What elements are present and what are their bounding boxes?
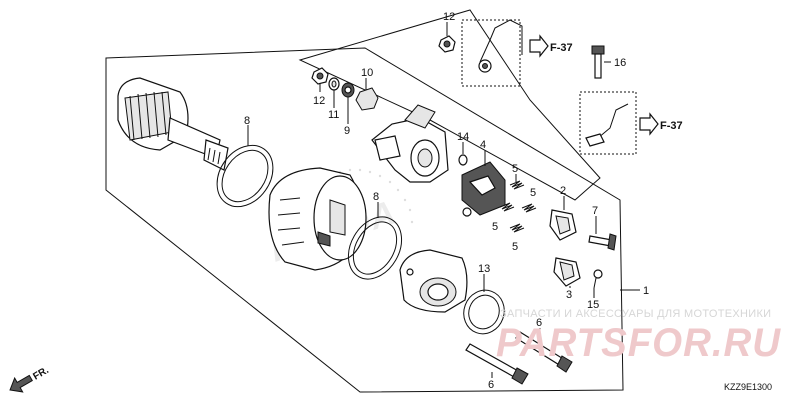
insulator-10 (355, 87, 379, 111)
brush-part-3 (553, 257, 581, 287)
motor-case-part (268, 167, 367, 271)
long-bolt-upper (515, 331, 573, 373)
washer-11 (328, 77, 340, 91)
callout-9: 9 (344, 125, 350, 137)
bolt-16 (591, 45, 605, 79)
o-ring-upper (216, 144, 274, 208)
brush-spring-1 (509, 180, 525, 190)
callout-14: 14 (457, 131, 469, 143)
direction-label: FR. (31, 365, 51, 383)
o-ring-13 (463, 289, 505, 335)
front-direction-arrow: FR. (9, 365, 51, 393)
callout-5-c: 5 (492, 221, 498, 233)
callout-8-lower: 8 (373, 191, 379, 203)
callout-5-d: 5 (512, 241, 518, 253)
callout-16: 16 (614, 57, 626, 69)
diagram-code: KZZ9E1300 (724, 382, 772, 392)
ref-arrow-lower: F-37 (639, 112, 683, 136)
ref-label-upper: F-37 (550, 42, 573, 54)
callout-3: 3 (566, 289, 572, 301)
o-ring-lower (347, 216, 403, 280)
terminal-nut-12 (438, 35, 456, 53)
brush-part-2 (549, 209, 577, 241)
brush-spring-4 (509, 223, 525, 233)
callout-15: 15 (587, 299, 599, 311)
callout-2: 2 (560, 185, 566, 197)
callout-7: 7 (592, 205, 598, 217)
leader-lines (247, 22, 640, 378)
watermark-tagline: ЗАПЧАСТИ И АКСЕССУАРЫ ДЛЯ МОТОТЕХНИКИ (500, 308, 771, 320)
callout-4: 4 (480, 139, 486, 151)
callout-12-top: 12 (443, 11, 455, 23)
brush-spring-2 (521, 203, 537, 213)
callout-12-left: 12 (313, 95, 325, 107)
nut-12 (311, 67, 329, 85)
callout-5-a: 5 (512, 163, 518, 175)
assembly-bracket-frame (105, 47, 624, 393)
front-cover-part (399, 249, 468, 313)
callout-5-b: 5 (530, 187, 536, 199)
brush-holder-part (461, 161, 506, 217)
long-bolt-lower (465, 343, 529, 385)
callout-numbers: 12 12 11 9 10 8 8 4 14 5 5 5 5 2 7 3 15 … (244, 11, 649, 391)
callout-11: 11 (328, 109, 339, 121)
washer-14 (458, 154, 468, 166)
callout-1: 1 (643, 285, 649, 297)
callout-6-upper: 6 (536, 317, 542, 329)
callout-6-lower: 6 (488, 379, 494, 391)
ground-cable (579, 91, 637, 155)
screw-15 (593, 269, 603, 289)
brush-spring-3 (499, 202, 515, 212)
callout-8-upper: 8 (244, 115, 250, 127)
callout-10: 10 (361, 67, 373, 79)
rear-cover-part (371, 104, 449, 183)
starter-cable (461, 19, 523, 87)
bolt-7 (588, 233, 617, 251)
ref-arrow-upper: F-37 (529, 34, 573, 58)
ref-label-lower: F-37 (660, 120, 683, 132)
washer-9 (341, 82, 355, 98)
armature-part (117, 77, 229, 171)
watermark-logo: PARTSFOR.RU (496, 321, 781, 365)
callout-13: 13 (478, 263, 490, 275)
